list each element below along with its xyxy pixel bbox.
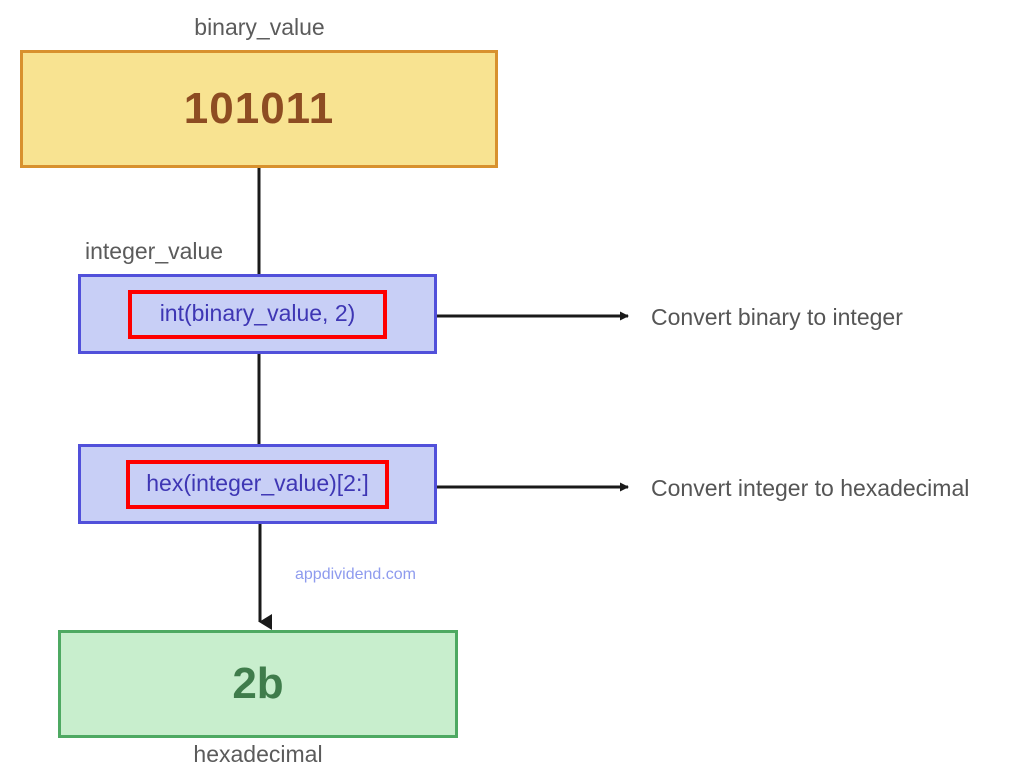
label-binary-value: binary_value bbox=[194, 14, 325, 40]
annotation-convert-binary-to-integer: Convert binary to integer bbox=[651, 304, 903, 330]
code-chip-hex: hex(integer_value)[2:] bbox=[126, 459, 389, 509]
code-hex-text: hex(integer_value)[2:] bbox=[146, 469, 369, 496]
node-int-conversion: int(binary_value, 2) bbox=[78, 274, 437, 354]
node-hexadecimal-output-text: 2b bbox=[232, 659, 284, 708]
watermark-appdividend: appdividend.com bbox=[295, 566, 416, 583]
code-int-text: int(binary_value, 2) bbox=[159, 299, 356, 326]
label-integer-value: integer_value bbox=[85, 238, 224, 264]
annotation-convert-integer-to-hexadecimal: Convert integer to hexadecimal bbox=[651, 475, 970, 501]
node-binary-value-text: 101011 bbox=[183, 84, 335, 133]
node-binary-value: 101011 bbox=[20, 50, 498, 168]
label-hexadecimal: hexadecimal bbox=[193, 741, 323, 767]
code-chip-int: int(binary_value, 2) bbox=[128, 289, 387, 339]
node-hex-conversion: hex(integer_value)[2:] bbox=[78, 444, 437, 524]
node-hexadecimal-output: 2b bbox=[58, 630, 458, 738]
